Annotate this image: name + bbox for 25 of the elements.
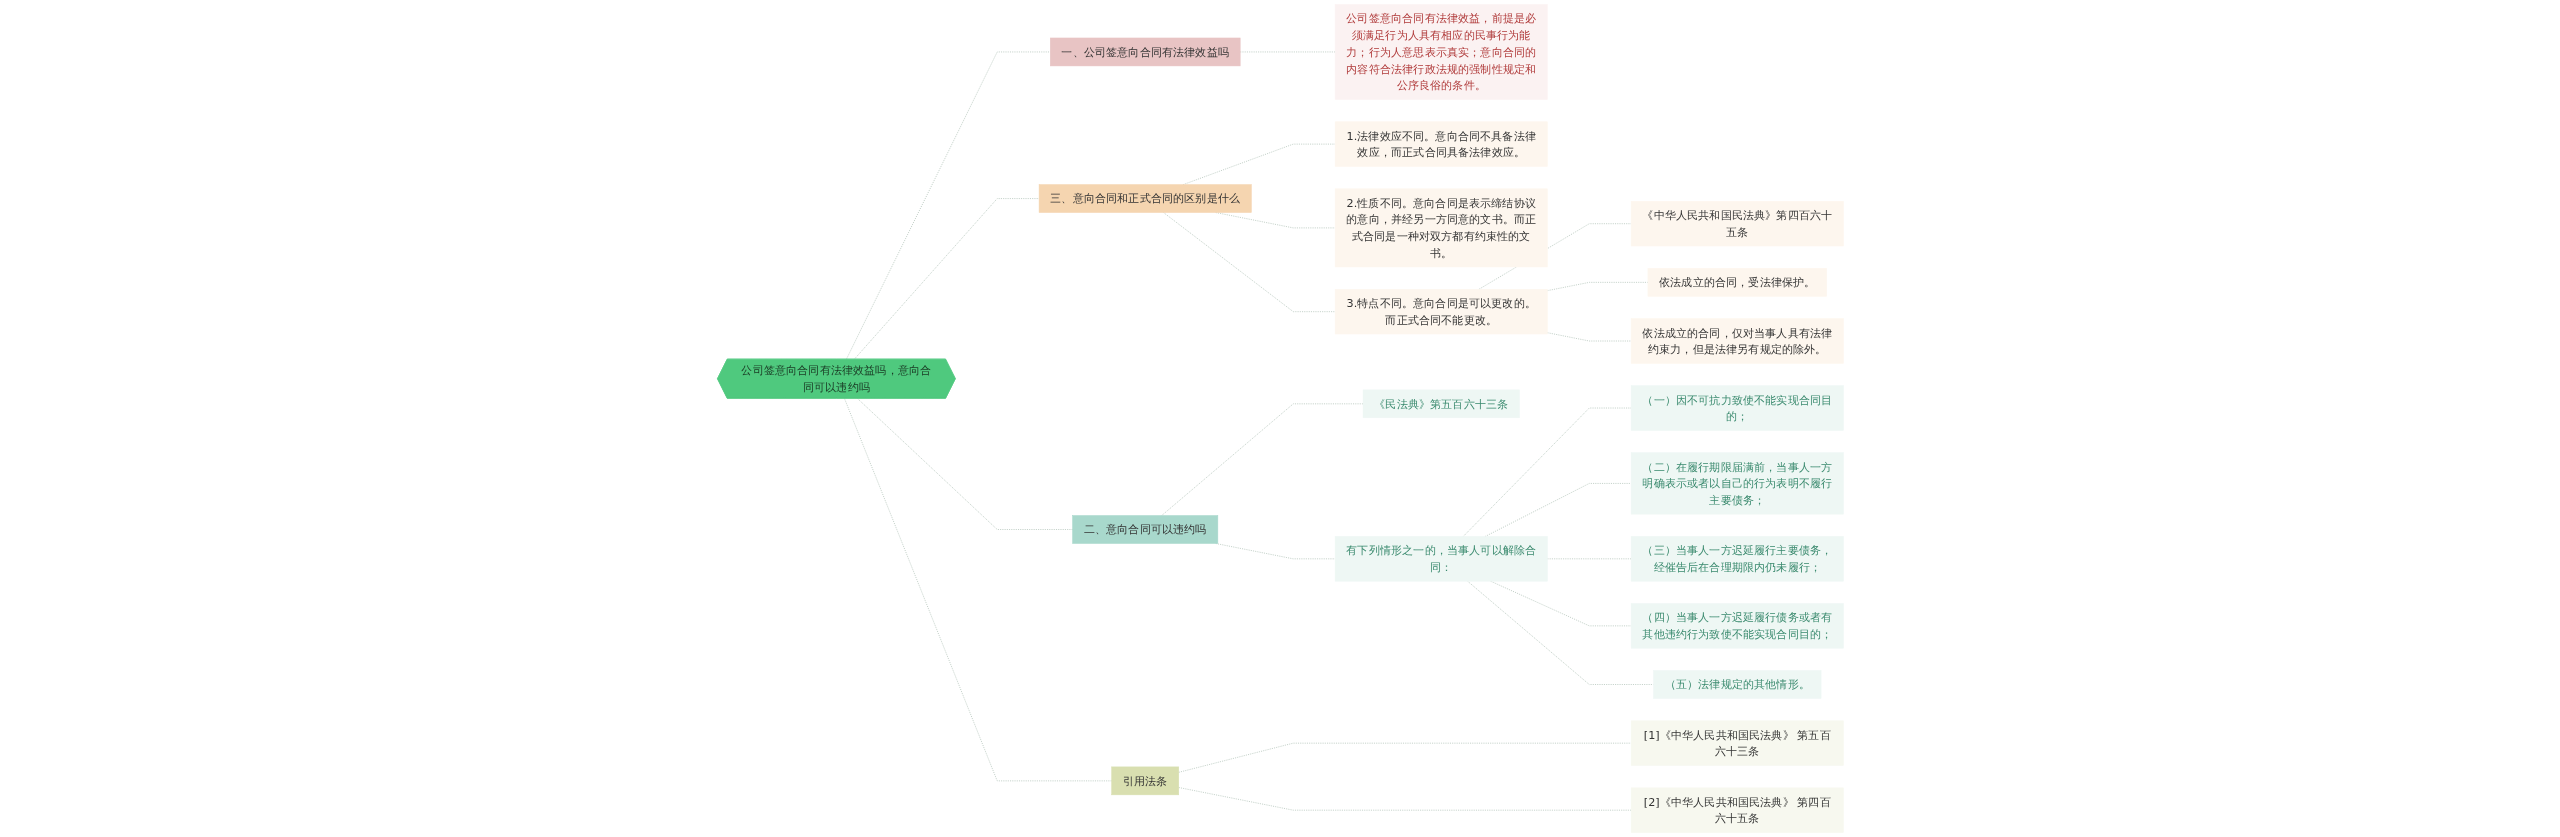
node-box: （三）当事人一方迟延履行主要债务，经催告后在合理期限内仍未履行； <box>1630 536 1844 582</box>
connector <box>1160 403 1364 516</box>
node-box: （一）因不可抗力致使不能实现合同目的； <box>1630 385 1844 431</box>
node-box: 《民法典》第五百六十三条 <box>1362 389 1520 419</box>
node-box: 依法成立的合同，受法律保护。 <box>1647 268 1827 297</box>
node-box: 3.特点不同。意向合同是可以更改的。而正式合同不能更改。 <box>1334 289 1548 335</box>
connector <box>1546 281 1648 292</box>
node-box: 二、意向合同可以违约吗 <box>1071 515 1218 544</box>
node-box: （五）法律规定的其他情形。 <box>1652 670 1821 699</box>
node-box: 《中华人民共和国民法典》第四百六十五条 <box>1630 201 1844 247</box>
connector <box>856 398 1073 530</box>
connector <box>1478 223 1632 290</box>
connector <box>1462 407 1632 537</box>
node-box: （二）在履行期限届满前，当事人一方明确表示或者以自己的行为表明不履行主要债务； <box>1630 452 1844 515</box>
node-box: [1]《中华人民共和国民法典》 第五百六十三条 <box>1630 720 1844 766</box>
connector <box>1484 483 1632 537</box>
node-box: 引用法条 <box>1111 766 1179 796</box>
node-box: 三、意向合同和正式合同的区别是什么 <box>1038 184 1252 213</box>
connector <box>843 398 1112 782</box>
node-box: 有下列情形之一的，当事人可以解除合同： <box>1334 536 1548 582</box>
node-box: 一、公司签意向合同有法律效益吗 <box>1049 37 1240 67</box>
node-box: [2]《中华人民共和国民法典》 第四百六十五条 <box>1630 787 1844 833</box>
connector <box>1466 580 1654 685</box>
node-box: 公司签意向合同有法律效益，前提是必须满足行为人具有相应的民事行为能力；行为人意思表示真实；意向合同的内容符合法律行政法规的强制性规定和公序良俗的条件。 <box>1334 4 1548 100</box>
node-box: 2.性质不同。意向合同是表示缔结协议的意向，并经另一方同意的文书。而正式合同是一种对双方都有约束性的文书。 <box>1334 188 1548 268</box>
